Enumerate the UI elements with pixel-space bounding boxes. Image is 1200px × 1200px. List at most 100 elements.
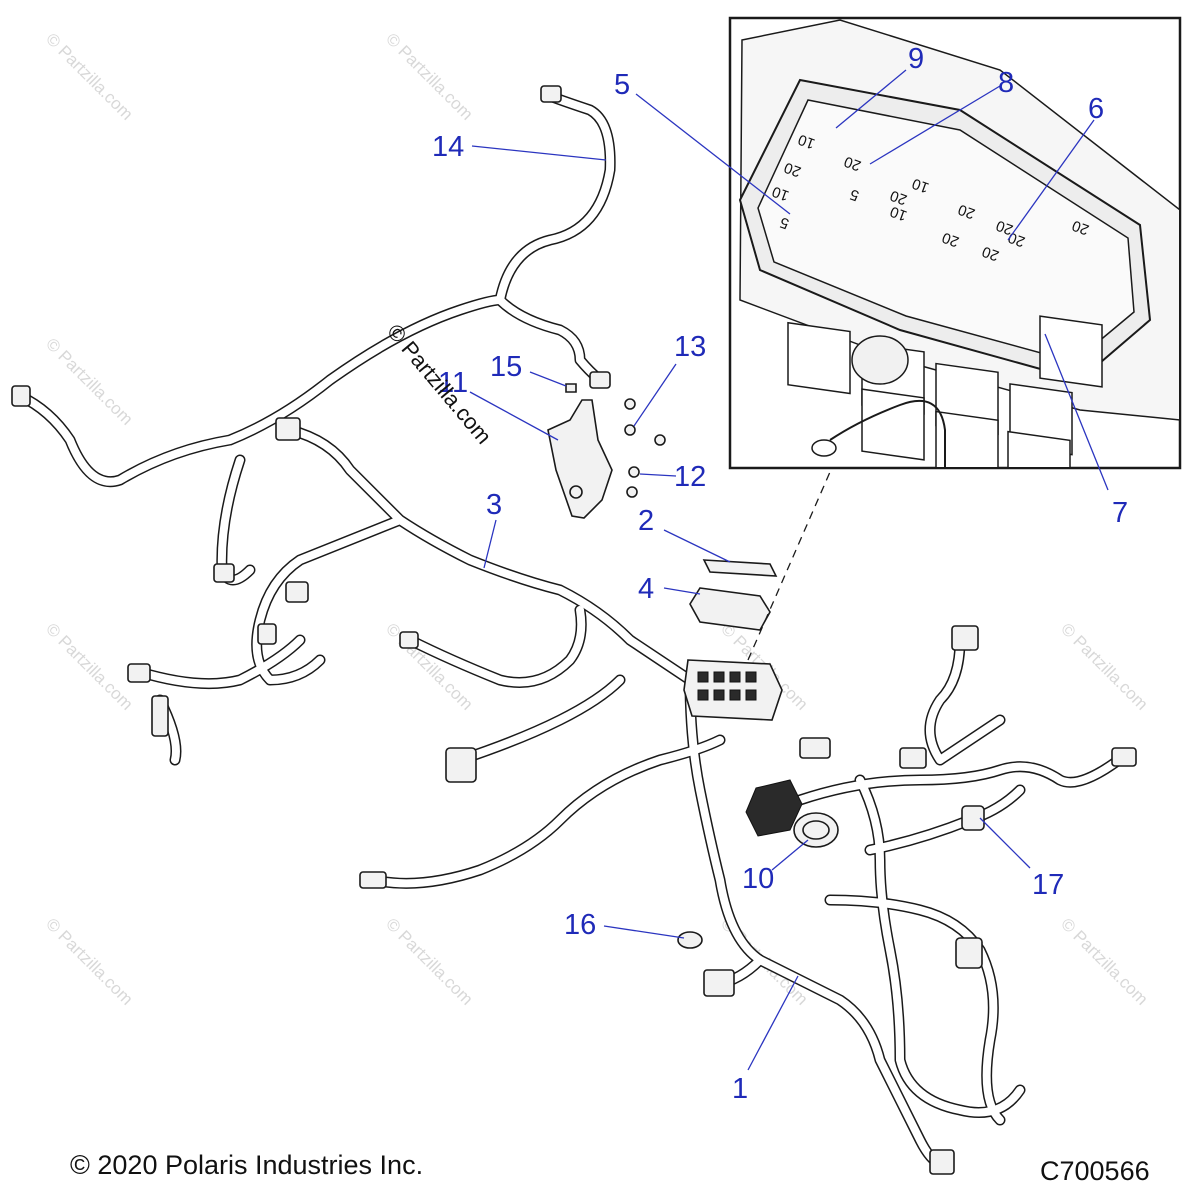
connector	[399, 631, 419, 649]
connector	[951, 625, 979, 651]
fuse-rating-label: 10	[796, 131, 817, 153]
bracket-hole	[569, 485, 583, 499]
fuse-rating-label: 20	[888, 187, 909, 209]
clamp	[677, 931, 703, 949]
callout-15: 15	[490, 351, 522, 383]
harness-parts	[11, 85, 1137, 1175]
fuse-rating-label: 20	[1006, 229, 1027, 251]
fuse-rating-label: 20	[980, 243, 1001, 265]
fuse-slot	[697, 689, 709, 701]
callout-12: 12	[674, 461, 706, 493]
connector	[899, 747, 927, 769]
callout-13: 13	[674, 331, 706, 363]
connector	[275, 417, 301, 441]
callout-16: 16	[564, 909, 596, 941]
watermark-main: © Partzilla.com	[382, 319, 496, 449]
wire-fill	[926, 636, 1004, 764]
wire-fill	[136, 636, 304, 688]
leader-15	[529, 371, 567, 387]
screw	[654, 434, 666, 446]
connector	[445, 747, 477, 783]
connector	[151, 695, 169, 737]
leader-4	[663, 587, 701, 595]
leader-8	[869, 85, 1001, 165]
wire-fill	[686, 676, 944, 1168]
fuse-rating-label: 20	[842, 153, 863, 175]
fuse-rating-label: 20	[1070, 217, 1091, 239]
wire-outline	[494, 90, 616, 306]
fuse-slot	[697, 671, 709, 683]
wire-fill	[252, 516, 404, 684]
callout-6: 6	[1088, 93, 1104, 125]
watermark: © Partzilla.com	[42, 29, 136, 123]
wire-fill	[866, 786, 1024, 854]
fuse-rating-label: 10	[770, 183, 791, 205]
fuse-slot	[729, 689, 741, 701]
connector	[799, 737, 831, 759]
bolt	[565, 383, 577, 393]
leader-16	[603, 925, 685, 939]
leader-1	[747, 975, 799, 1071]
fuse-rating-label: 10	[910, 175, 931, 197]
callout-3: 3	[486, 489, 502, 521]
bracket	[547, 399, 613, 519]
callout-8: 8	[998, 67, 1014, 99]
ecu-connector	[745, 779, 803, 837]
callouts: 1 2 3 4 5 6 7 8 9 10 11 12 13 14 15 16 1…	[432, 43, 1128, 1105]
connector	[11, 385, 31, 407]
connector	[127, 663, 151, 683]
leader-10	[771, 839, 809, 871]
connector	[589, 371, 611, 389]
screw	[624, 398, 636, 410]
callout-10: 10	[742, 863, 774, 895]
fuse-box-cover	[689, 587, 771, 631]
diagram-code: C700566	[1040, 1156, 1150, 1186]
callout-7: 7	[1112, 497, 1128, 529]
fuse-box-slots	[697, 671, 757, 701]
wire-fill	[496, 296, 604, 384]
connector	[257, 623, 277, 645]
watermark: © Partzilla.com	[42, 334, 136, 428]
leader-5	[635, 93, 791, 215]
relays	[787, 315, 1103, 467]
fuse-rating-label: 20	[994, 217, 1015, 239]
watermark: © Partzilla.com	[382, 914, 476, 1008]
nut	[628, 466, 640, 478]
callout-17: 17	[1032, 869, 1064, 901]
fuse-slot	[745, 671, 757, 683]
connector	[703, 969, 735, 997]
grommet-inner	[802, 820, 830, 840]
connector	[359, 871, 387, 889]
fuse-slot	[745, 689, 757, 701]
watermark: © Partzilla.com	[42, 914, 136, 1008]
screw	[624, 424, 636, 436]
leader-12	[639, 473, 677, 477]
leader-3	[483, 519, 497, 569]
fuse-slot	[713, 671, 725, 683]
callout-5: 5	[614, 69, 630, 101]
fuse-slot	[713, 689, 725, 701]
wire-fill	[370, 736, 724, 888]
leader-7	[1044, 333, 1109, 491]
watermark: © Partzilla.com	[382, 29, 476, 123]
leader-17	[979, 817, 1031, 869]
detail-dashed-line	[747, 471, 831, 661]
connector	[955, 937, 983, 969]
leader-lines	[469, 69, 1109, 1071]
fuse-rating-label: 10	[888, 203, 909, 225]
connector	[213, 563, 235, 583]
copyright-text: © 2020 Polaris Industries Inc.	[70, 1150, 424, 1180]
watermark: © Partzilla.com	[1057, 619, 1151, 713]
wire-fill	[286, 426, 694, 684]
fuse-label	[702, 559, 778, 577]
clip	[961, 805, 985, 831]
callout-2: 2	[638, 505, 654, 537]
fuse-rating-label: 20	[940, 229, 961, 251]
leader-14	[471, 145, 607, 161]
leader-13	[633, 363, 677, 427]
fuse-rating-label: 20	[956, 201, 977, 223]
wire-fill	[16, 296, 504, 486]
cylinder	[851, 335, 909, 385]
